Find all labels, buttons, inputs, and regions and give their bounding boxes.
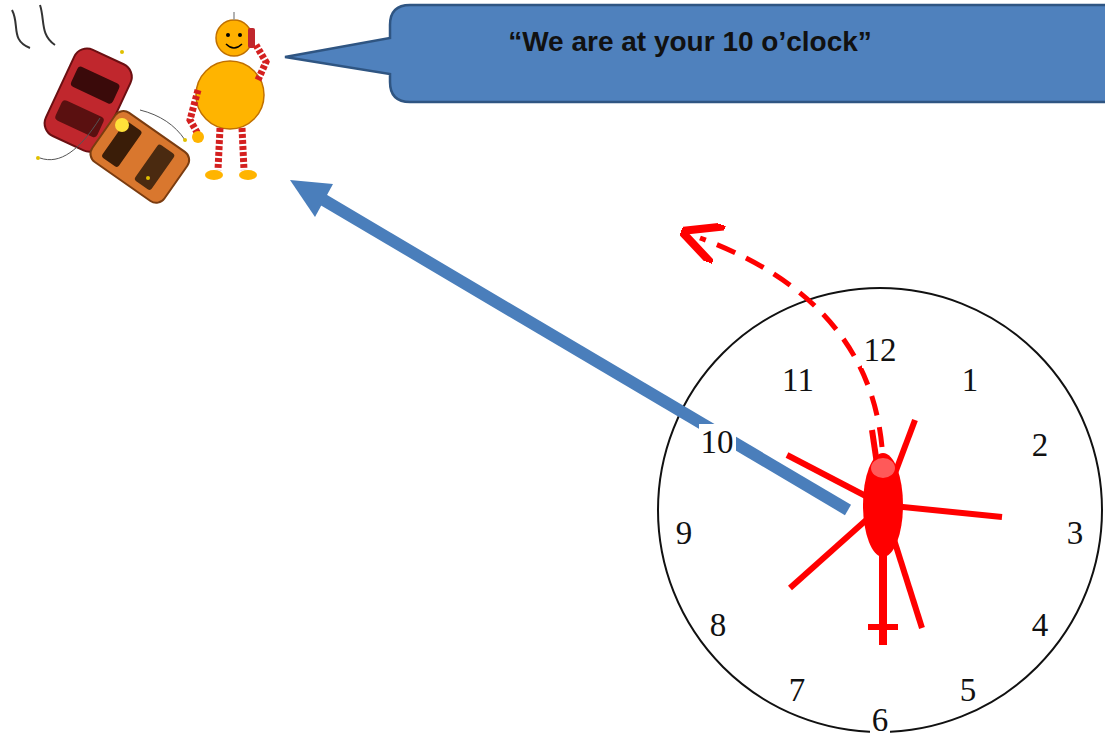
clock-numeral: 11 — [780, 362, 816, 398]
clock-numeral: 10 — [699, 424, 736, 460]
turn-arrow — [700, 238, 882, 447]
crashed-cars — [12, 5, 193, 207]
speech-bubble: “We are at your 10 o’clock” — [280, 0, 1105, 108]
clock-numeral: 7 — [787, 672, 808, 708]
clock-numeral: 8 — [708, 607, 729, 643]
clock-numeral: 2 — [1030, 427, 1051, 463]
clock-numeral: 4 — [1030, 607, 1051, 643]
clock-numeral: 5 — [958, 672, 979, 708]
direction-arrow — [290, 180, 848, 510]
clock-numeral: 12 — [862, 332, 899, 368]
helicopter-symbol — [787, 420, 1002, 645]
clock-numeral: 3 — [1065, 515, 1086, 551]
clock-numeral: 9 — [674, 515, 695, 551]
clock-numeral: 1 — [960, 362, 981, 398]
bubble-text: “We are at your 10 o’clock” — [508, 26, 872, 58]
clock-face — [658, 288, 1102, 732]
clock-numeral: 6 — [870, 702, 891, 738]
caller-figure — [190, 12, 266, 180]
